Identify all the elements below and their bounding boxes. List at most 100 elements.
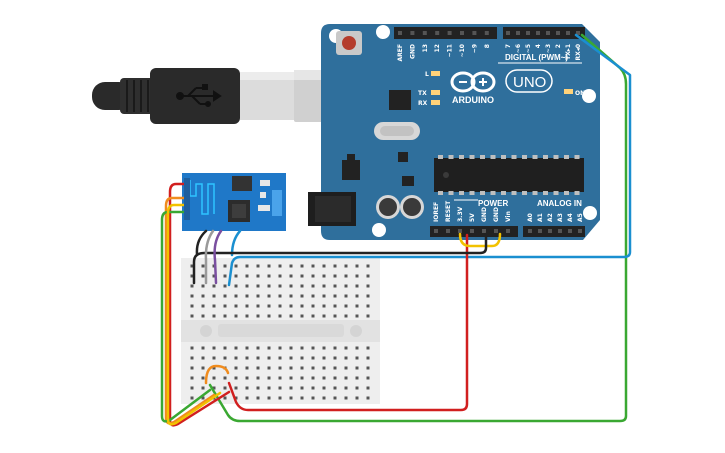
digital-pin-label: 7 xyxy=(505,44,512,48)
digital-pin-label: 2 xyxy=(555,44,562,48)
wire-gray[interactable] xyxy=(204,229,215,285)
wire-gnd-black[interactable] xyxy=(192,232,488,285)
mini-breadboard[interactable] xyxy=(181,258,380,404)
header-pin[interactable] xyxy=(526,31,530,35)
digital-pin-label: ~5 xyxy=(525,44,532,53)
usb-icon xyxy=(176,84,222,107)
header-pin[interactable] xyxy=(576,31,580,35)
atmega-microcontroller xyxy=(434,155,584,195)
analog-pin-label: A2 xyxy=(547,213,554,222)
power-pin[interactable] xyxy=(446,229,450,233)
svg-text:TX: TX xyxy=(418,90,427,97)
power-pin-label: GND xyxy=(493,207,500,222)
arduino-brand: ARDUINO xyxy=(452,95,494,105)
wire-3v3-yellow[interactable] xyxy=(458,232,502,248)
wire-yellow-left[interactable] xyxy=(166,203,222,426)
digital-header-label: DIGITAL (PWM~) xyxy=(505,53,568,62)
wire-3v3-red[interactable] xyxy=(227,233,469,412)
analog-pin[interactable] xyxy=(578,229,582,233)
analog-pin-label: A4 xyxy=(567,213,574,222)
header-pin[interactable] xyxy=(516,31,520,35)
power-pin[interactable] xyxy=(506,229,510,233)
header-pin[interactable] xyxy=(435,31,440,35)
power-label: POWER xyxy=(478,199,508,208)
analog-header xyxy=(523,226,585,237)
digital-pin-label: ~9 xyxy=(471,44,478,53)
analog-pin-label: A0 xyxy=(527,213,534,222)
esp-pin-header xyxy=(184,178,190,220)
header-pin[interactable] xyxy=(460,31,464,35)
wire-rx-blue-module[interactable] xyxy=(230,229,242,257)
wire-orange[interactable] xyxy=(204,364,230,385)
header-pin[interactable] xyxy=(447,31,452,35)
power-pin-label: 3.3V xyxy=(457,206,464,222)
wire-tx-green[interactable] xyxy=(208,33,628,423)
digital-pin-label: 4 xyxy=(535,44,542,48)
mount-hole xyxy=(372,223,386,237)
digital-pin-label: TX▸1 xyxy=(565,44,572,60)
breadboard-center-channel xyxy=(218,324,344,337)
wires xyxy=(160,33,632,427)
digital-pin-label: 8 xyxy=(484,44,491,48)
header-pin[interactable] xyxy=(566,31,570,35)
uno-badge xyxy=(505,69,553,93)
header-pin[interactable] xyxy=(536,31,540,35)
header-pin[interactable] xyxy=(398,31,402,35)
analog-pin[interactable] xyxy=(568,229,572,233)
antenna-trace xyxy=(189,180,215,215)
wire-rx-blue[interactable] xyxy=(227,33,632,287)
power-pin[interactable] xyxy=(470,229,474,233)
status-leds: L TX RX xyxy=(418,71,440,107)
analog-pin-label: A5 xyxy=(577,213,584,222)
svg-text:L: L xyxy=(425,71,429,78)
reset-button-cap[interactable] xyxy=(342,36,356,50)
usb-controller-chip xyxy=(389,90,411,110)
power-pin-label: RESET xyxy=(445,200,452,222)
header-pin[interactable] xyxy=(484,31,489,35)
header-pin[interactable] xyxy=(422,31,427,35)
header-pin[interactable] xyxy=(472,31,477,35)
analog-pin[interactable] xyxy=(548,229,552,233)
esp8266-wifi-module[interactable] xyxy=(182,173,286,231)
header-pin[interactable] xyxy=(410,31,415,35)
digital-pin-label: 12 xyxy=(434,44,441,52)
digital-pin-label: 13 xyxy=(422,44,429,52)
cable-ribs xyxy=(120,78,155,114)
analog-pin-label: A1 xyxy=(537,213,544,222)
power-led-label: ON xyxy=(575,90,585,97)
digital-pin-label: ~6 xyxy=(515,44,522,53)
power-pin-label: Vin xyxy=(505,211,512,222)
mount-hole xyxy=(376,25,390,39)
usb-cable[interactable] xyxy=(92,68,360,124)
header-pin[interactable] xyxy=(546,31,550,35)
analog-pin[interactable] xyxy=(538,229,542,233)
digital-pin-label: ~11 xyxy=(447,44,454,57)
wire-gnd-black-module[interactable] xyxy=(195,229,208,256)
power-pin[interactable] xyxy=(494,229,498,233)
header-pin[interactable] xyxy=(556,31,560,35)
mount-hole xyxy=(582,89,596,103)
analog-pin[interactable] xyxy=(528,229,532,233)
power-pin[interactable] xyxy=(458,229,462,233)
header-pin[interactable] xyxy=(506,31,510,35)
analog-pin-label: A3 xyxy=(557,213,564,222)
analog-in-label: ANALOG IN xyxy=(537,199,582,208)
power-pin-label: 5V xyxy=(469,213,476,222)
wire-green-left[interactable] xyxy=(160,210,212,423)
analog-pin[interactable] xyxy=(558,229,562,233)
digital-header xyxy=(394,27,585,39)
power-pin-label: IOREF xyxy=(433,202,440,222)
breadboard-holes xyxy=(190,264,370,400)
digital-pin-label: RX◂0 xyxy=(575,44,582,60)
arduino-logo xyxy=(450,71,496,93)
wire-ch-purple[interactable] xyxy=(213,229,223,285)
power-pin[interactable] xyxy=(434,229,438,233)
power-pin[interactable] xyxy=(482,229,486,233)
voltage-regulator xyxy=(342,160,360,180)
wire-red-left[interactable] xyxy=(168,182,231,427)
